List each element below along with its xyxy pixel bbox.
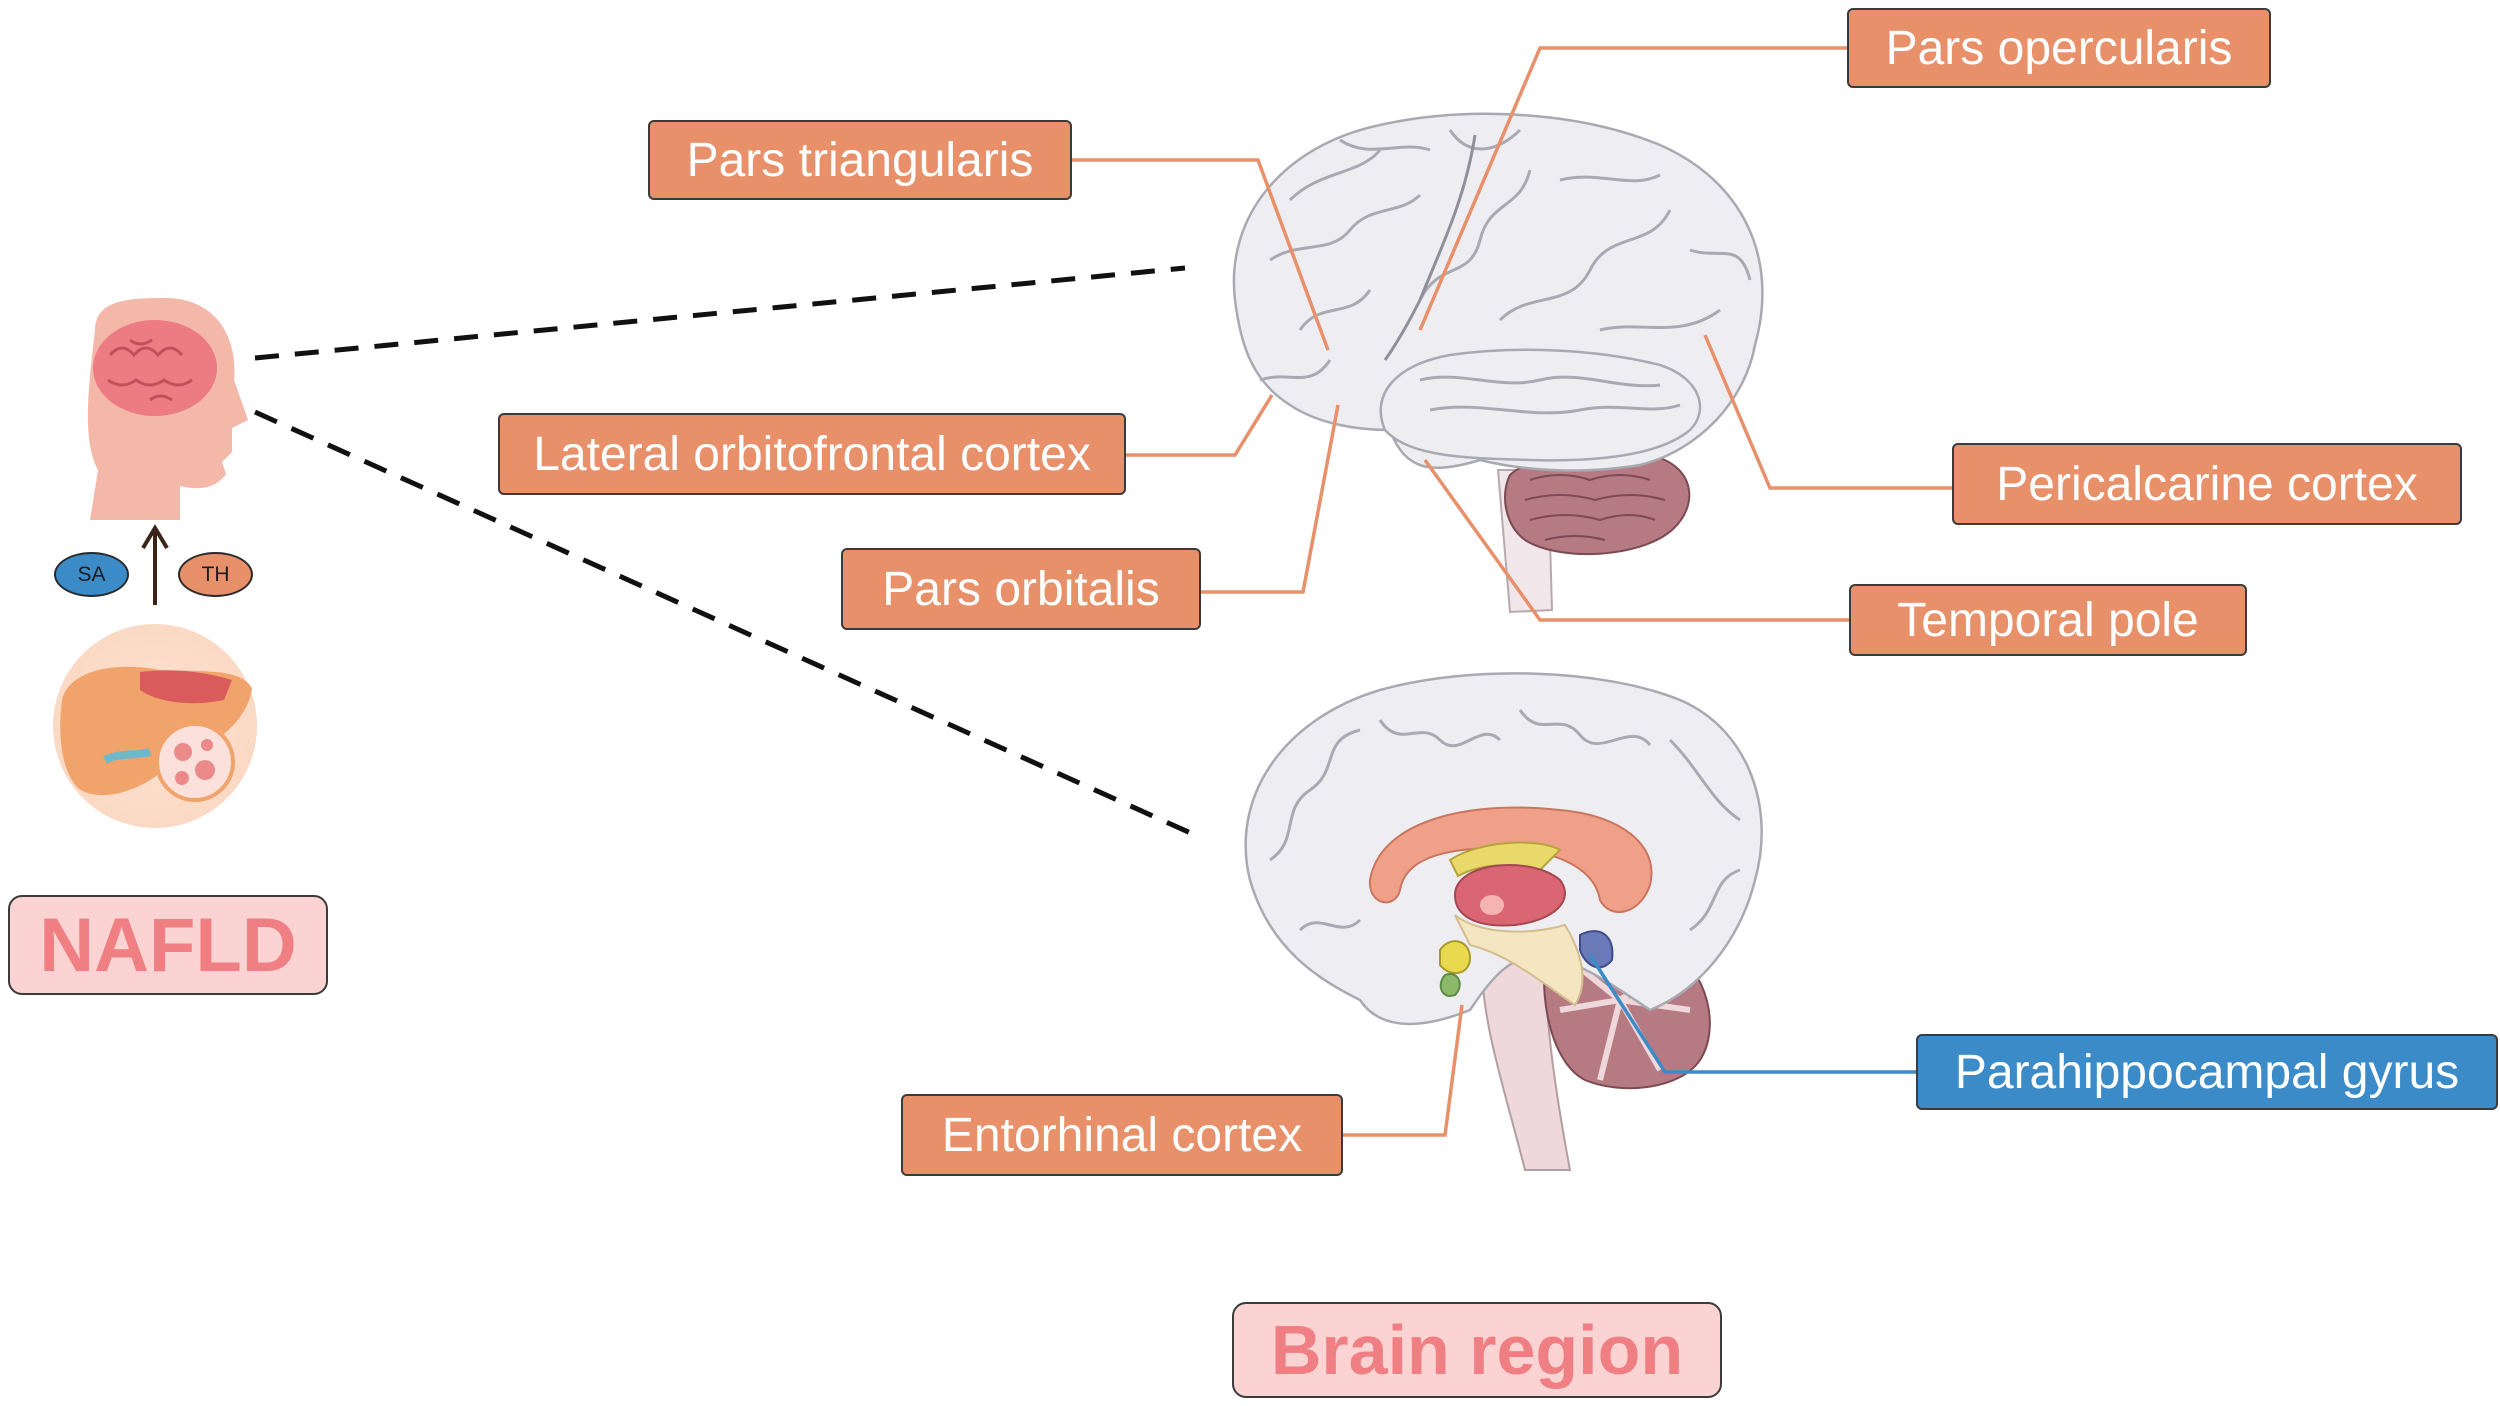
arrow-up-icon	[141, 524, 169, 605]
th-oval: TH	[178, 552, 253, 597]
label-pericalcarine-cortex: Pericalcarine cortex	[1952, 443, 2462, 525]
sa-oval: SA	[54, 552, 129, 597]
label-lateral-orbitofrontal-text: Lateral orbitofrontal cortex	[533, 427, 1091, 481]
label-pars-triangularis: Pars triangularis	[648, 120, 1072, 200]
leader-entorhinal	[1343, 1004, 1464, 1137]
head-with-brain-icon	[87, 298, 248, 520]
label-pars-opercularis-text: Pars opercularis	[1885, 21, 2233, 75]
label-lateral-orbitofrontal-cortex: Lateral orbitofrontal cortex	[498, 413, 1126, 495]
brain-region-title: Brain region	[1232, 1302, 1722, 1398]
leader-parahippocampal	[1588, 954, 1916, 1074]
liver-icon	[53, 624, 257, 828]
leader-pericalcarine	[1703, 334, 1952, 490]
label-entorhinal-cortex: Entorhinal cortex	[901, 1094, 1343, 1176]
label-temporal-pole: Temporal pole	[1849, 584, 2247, 656]
nafld-title-text: NAFLD	[39, 902, 297, 988]
leader-temporal-pole	[1423, 458, 1849, 622]
label-pericalcarine-text: Pericalcarine cortex	[1996, 457, 2418, 511]
label-parahippocampal-text: Parahippocampal gyrus	[1954, 1045, 2460, 1099]
label-pars-opercularis: Pars opercularis	[1847, 8, 2271, 88]
nafld-title: NAFLD	[8, 895, 328, 995]
th-label: TH	[201, 562, 230, 586]
leader-pars-orbitalis	[1201, 404, 1340, 594]
brain-region-title-text: Brain region	[1270, 1311, 1684, 1389]
label-parahippocampal-gyrus: Parahippocampal gyrus	[1916, 1034, 2498, 1110]
sa-label: SA	[77, 562, 106, 586]
leader-pars-opercularis	[1418, 46, 1847, 331]
leader-pars-triangularis	[1072, 158, 1330, 351]
label-pars-orbitalis-text: Pars orbitalis	[882, 562, 1160, 616]
dashed-connector-lower	[253, 409, 1197, 838]
dashed-connector-upper	[254, 265, 1186, 361]
leader-lines	[1072, 46, 1952, 1137]
leader-lateral-orbitofrontal	[1126, 394, 1274, 457]
label-temporal-pole-text: Temporal pole	[1897, 593, 2199, 647]
label-pars-triangularis-text: Pars triangularis	[686, 133, 1034, 187]
label-entorhinal-text: Entorhinal cortex	[941, 1108, 1303, 1162]
lateral-brain-icon	[1232, 112, 1764, 614]
label-pars-orbitalis: Pars orbitalis	[841, 548, 1201, 630]
